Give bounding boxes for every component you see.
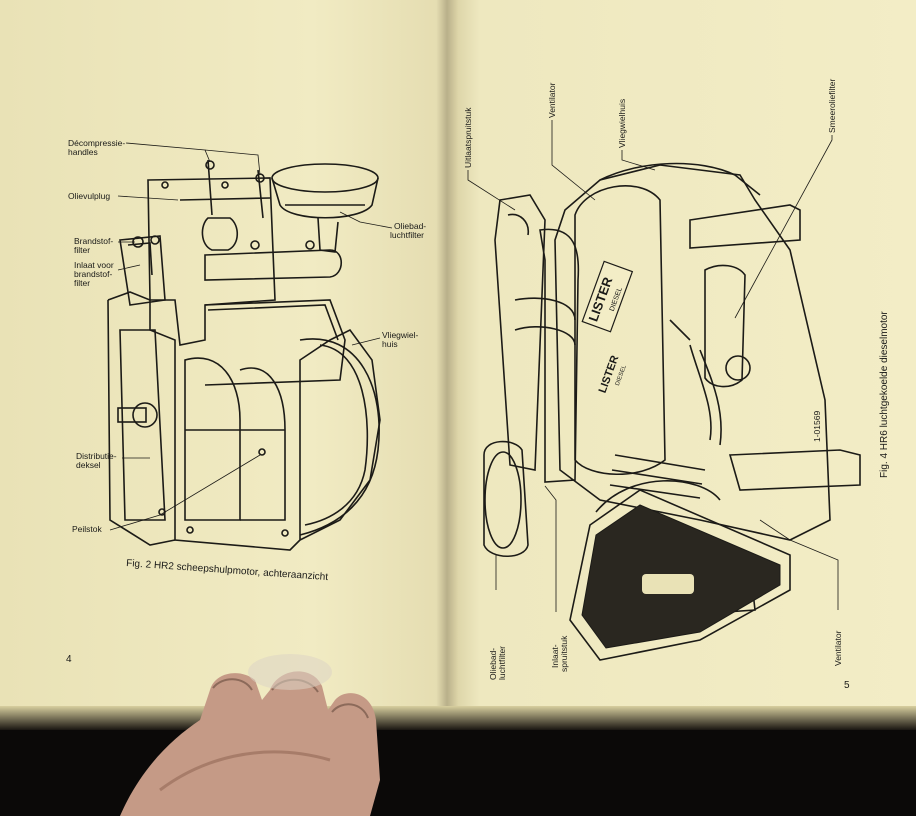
- label-oliebad-1: Oliebad-: [394, 221, 426, 231]
- hand-photo: [120, 654, 380, 816]
- label-olievulplug: Olievulplug: [68, 191, 110, 201]
- label-inlaat-3: filter: [74, 278, 90, 288]
- right-figure-caption: Fig. 4 HR6 luchtgekoelde dieselmotor: [879, 311, 890, 478]
- grille-badge: [642, 574, 694, 594]
- book-gutter: [436, 0, 458, 730]
- label-distributie-1: Distributie-: [76, 451, 117, 461]
- lister-badge-upper: LISTER DIESEL: [581, 260, 634, 333]
- label-inlaat-2: brandstof-: [74, 269, 112, 279]
- right-page-number: 5: [844, 680, 850, 691]
- hr2-engine-drawing: [107, 159, 381, 551]
- lister-badge-lower: LISTER DIESEL: [597, 354, 628, 395]
- label-ventilator-top: Ventilator: [547, 82, 557, 118]
- label-peilstok: Peilstok: [72, 524, 103, 534]
- left-page-number: 4: [66, 654, 72, 665]
- right-leader-lines: [467, 120, 839, 612]
- drawing-id: 1-01569: [812, 411, 822, 442]
- page-bottom-edge: [0, 706, 916, 730]
- left-figure-labels: Décompressie- handles Olievulplug Brands…: [68, 138, 426, 534]
- open-manual-spread: [0, 0, 916, 730]
- label-uitlaatspruitstuk: Uitlaatspruitstuk: [463, 107, 473, 168]
- left-page: [0, 0, 448, 712]
- label-vliegwielhuis: Vliegwielhuis: [617, 99, 627, 148]
- left-leader-lines: [109, 142, 393, 531]
- right-figure-labels: Uitlaatspruitstuk Ventilator Vliegwielhu…: [463, 79, 843, 680]
- label-inlaat-1: Inlaat-: [550, 644, 560, 668]
- label-brandstoffilter-2: filter: [74, 245, 90, 255]
- label-oliebad-1: Oliebad-: [488, 648, 498, 680]
- label-inlaat-1: Inlaat voor: [74, 260, 114, 270]
- label-brandstoffilter-1: Brandstof-: [74, 236, 113, 246]
- left-figure-caption: Fig. 2 HR2 scheepshulpmotor, achteraanzi…: [126, 558, 329, 583]
- label-smeeroliefilter: Smeeroliefilter: [827, 79, 837, 133]
- label-ventilator-bottom: Ventilator: [833, 630, 843, 666]
- label-oliebad-2: luchtfilter: [390, 230, 424, 240]
- label-decompressie-1: Décompressie-: [68, 138, 125, 148]
- label-oliebad-2: luchtfilter: [497, 646, 507, 680]
- label-inlaat-2: spruitstuk: [559, 635, 569, 672]
- label-vliegwielhuis-1: Vliegwiel-: [382, 330, 419, 340]
- label-decompressie-2: handles: [68, 147, 98, 157]
- label-vliegwielhuis-2: huis: [382, 339, 398, 349]
- label-distributie-2: deksel: [76, 460, 101, 470]
